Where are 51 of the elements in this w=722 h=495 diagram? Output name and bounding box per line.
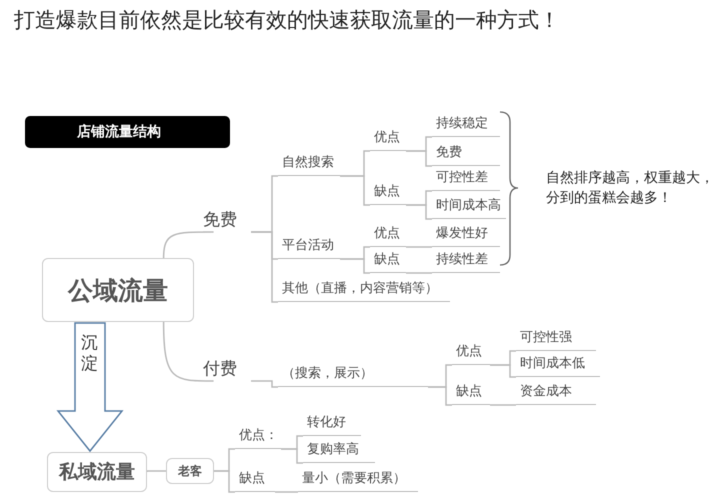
branch-label: 量小（需要积累） xyxy=(298,472,418,492)
header-banner: 店铺流量结构 xyxy=(25,116,230,148)
branch-line xyxy=(275,491,298,493)
branch-label: 优点： xyxy=(235,429,281,449)
block-arrow xyxy=(56,322,124,452)
branch-label: 免费 xyxy=(203,210,251,232)
branch-line xyxy=(162,231,214,258)
branch-line xyxy=(340,258,370,274)
branch-line xyxy=(406,204,432,220)
branch-line xyxy=(251,380,278,388)
edge-label: 沉淀 xyxy=(81,333,99,375)
branch-label: 平台活动 xyxy=(278,239,340,259)
branch-line xyxy=(406,246,432,248)
branch-line xyxy=(490,404,516,406)
branch-label: 免费 xyxy=(432,146,500,166)
branch-label: 缺点 xyxy=(235,472,275,492)
topic-box: 公域流量 xyxy=(42,258,194,322)
title: 打造爆款目前依然是比较有效的快速获取流量的一种方式！ xyxy=(14,10,560,31)
branch-line xyxy=(406,272,432,274)
branch-label: 复购率高 xyxy=(303,443,375,463)
branch-label: 优点 xyxy=(452,345,490,365)
branch-label: 爆发性好 xyxy=(432,227,500,247)
branch-label: 优点 xyxy=(370,131,406,151)
branch-line xyxy=(214,470,235,493)
branch-label: 转化好 xyxy=(303,416,361,436)
branch-label: 时间成本低 xyxy=(516,357,600,377)
branch-line xyxy=(490,364,516,378)
branch-line xyxy=(340,175,370,206)
branch-label: 资金成本 xyxy=(516,385,596,405)
branch-line xyxy=(281,448,303,464)
branch-label: 缺点 xyxy=(452,385,490,405)
branch-line xyxy=(251,231,278,303)
note-text: 自然排序越高，权重越大，分到的蛋糕会越多！ xyxy=(546,169,714,208)
branch-line xyxy=(146,470,166,473)
branch-label: 优点 xyxy=(370,227,406,247)
branch-label: 可控性强 xyxy=(516,331,596,351)
branch-line xyxy=(406,150,432,167)
topic-box: 老客 xyxy=(166,458,214,484)
branch-label: 时间成本高 xyxy=(432,199,506,219)
branch-label: 付费 xyxy=(203,359,251,381)
branch-label: （搜索，展示） xyxy=(278,367,428,387)
branch-label: 持续性差 xyxy=(432,253,500,273)
branch-label: 自然搜索 xyxy=(278,156,340,176)
branch-label: 缺点 xyxy=(370,185,406,205)
branch-label: 可控性差 xyxy=(432,171,500,191)
branch-label: 缺点 xyxy=(370,253,406,273)
branch-label: 其他（直播，内容营销等） xyxy=(278,282,450,302)
branch-line xyxy=(428,386,452,406)
branch-label: 持续稳定 xyxy=(432,117,500,137)
topic-box: 私域流量 xyxy=(47,452,147,492)
branch-line xyxy=(162,322,214,382)
